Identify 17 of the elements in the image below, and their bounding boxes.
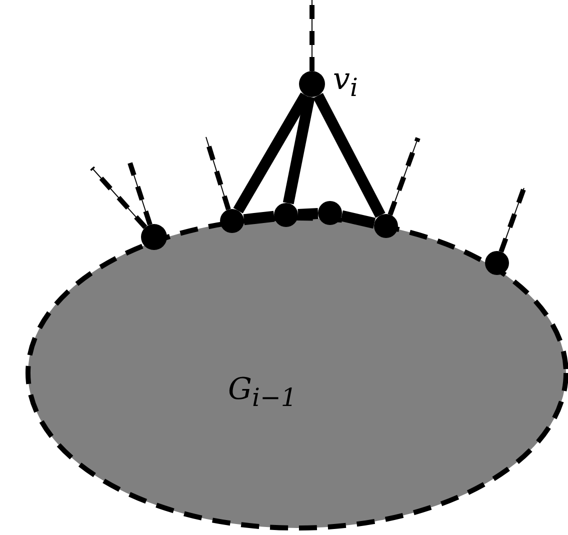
graph-label: G$_{i−1}$	[228, 372, 297, 412]
thick-edge	[243, 210, 275, 226]
dashed-edge	[498, 187, 526, 253]
vertex-dot	[274, 203, 298, 227]
dashed-edge	[90, 166, 148, 229]
dashed-edge	[310, 0, 314, 72]
vertex-dot	[485, 251, 509, 275]
vertex-dot	[299, 71, 325, 97]
thick-edge	[282, 96, 315, 204]
thick-edge	[340, 210, 376, 229]
thick-edge	[313, 92, 386, 218]
vertex-label: v$_{i}$	[333, 62, 358, 102]
dashed-edge	[128, 162, 152, 226]
vertex-dot	[318, 201, 342, 225]
dashed-edge	[204, 136, 231, 210]
dashed-edge	[388, 137, 420, 216]
thick-edge	[298, 208, 318, 220]
